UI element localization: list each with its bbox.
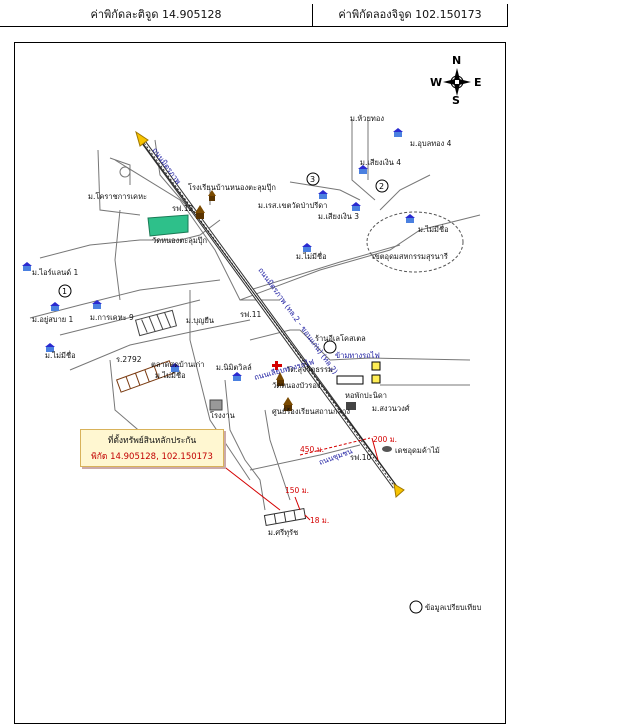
svg-text:1: 1 [62, 287, 67, 296]
label-school: โรงเรียนบ้านหนองตะลุมปุ๊ก [188, 183, 276, 192]
label-korat-khet: ม.โคราชการเคหะ [88, 192, 147, 201]
shop-icon [371, 361, 381, 371]
highway-arrow-south-icon [393, 483, 405, 498]
label-market2: ศูนย์ร้องเรียนสถานกลาง [272, 407, 350, 416]
callout-coords: พิกัด 14.905128, 102.150173 [91, 452, 213, 462]
label-mai-mi-chue: ม.ไม่มีชื่อ [418, 224, 449, 234]
label-wat-sucha: วัด.สุจริตธรรม [286, 365, 333, 374]
compass-w: W [430, 76, 442, 89]
label-kh-ch-11: รฟ.11 [240, 310, 261, 319]
comparison-marker-2[interactable]: 2 [375, 179, 389, 193]
label-2792: ร.2792 [116, 355, 142, 364]
label-kh-ch-10: รฟ.10 [350, 453, 371, 462]
industrial-zone [366, 211, 464, 273]
highway-arrow-north-icon [135, 130, 149, 147]
label-bridge: ข้ามทางรถไฟ [335, 351, 380, 360]
legend-text: ข้อมูลเปรียบเทียบ [425, 603, 482, 612]
label-kankhet9: ม.การเคหะ 9 [90, 313, 134, 322]
label-sahakon: ม.ศรีทุรัช [268, 528, 298, 537]
compass-e: E [474, 76, 482, 89]
label-mai-mi-chue4: ม.ไม่มีชื่อ [155, 370, 186, 380]
factory-icon [209, 399, 223, 411]
timber-icon [382, 446, 392, 452]
coordinate-header: ค่าพิกัดละติจูด 14.905128 ค่าพิกัดลองจิจ… [0, 4, 628, 28]
label-factory: โรงงาน [210, 411, 235, 420]
label-wat: วัดหนองตะลุมปุ๊ก [152, 236, 207, 245]
label-kh-ch-12: รฟ.12 [172, 204, 193, 213]
hospital-icon [272, 361, 282, 370]
pond [147, 214, 189, 237]
label-rs-khet: ม.เรส.เขตวัดป่าปรีดา [258, 201, 327, 210]
label-siang-ngoen4: ม.เสียงเงิน 4 [360, 158, 401, 167]
distance-lines [221, 437, 379, 521]
dorm-icon [371, 374, 381, 384]
building-block [336, 375, 364, 385]
label-huai-thong: ม.ห้วยทอง [350, 114, 384, 123]
label-khet-udom: เขตอุดมสหกรรมสุรนารี [372, 252, 448, 261]
compass-icon: N S W E [430, 54, 482, 107]
svg-text:3: 3 [310, 175, 315, 184]
callout-title: ที่ตั้งทรัพย์สินหลักประกัน [107, 436, 197, 446]
label-mai-mi-chue3: ม.ไม่มีชื่อ [45, 350, 76, 360]
distance-18: 18 ม. [310, 516, 329, 525]
highway-line [137, 136, 399, 489]
label-phan-pa: หอพักปะนิดา [345, 391, 387, 400]
legend-circle-icon [409, 600, 423, 614]
distance-200: 200 ม. [373, 435, 397, 444]
property-callout: ที่ตั้งทรัพย์สินหลักประกัน พิกัด 14.9051… [80, 429, 224, 467]
distance-450: 450 ม. [300, 445, 324, 454]
label-wat-nong: วัดหนองบัวรอง [272, 381, 321, 390]
village-icons [22, 128, 415, 381]
housing-block [134, 309, 178, 337]
compass-s: S [452, 94, 460, 107]
label-as-sabai1: ม.อยู่สบาย 1 [32, 315, 74, 324]
label-song-wong: ม.สงวนวงศ์ [372, 404, 410, 413]
label-market: ตลาดสดบ้านเก่า [151, 360, 204, 369]
office-icon [346, 402, 356, 410]
comparison-marker-3[interactable]: 3 [306, 172, 320, 186]
longitude-cell: ค่าพิกัดลองจิจูด 102.150173 [312, 4, 508, 27]
compass-n: N [452, 54, 461, 67]
road-label-highway-north: ถนนมิตรภาพ [150, 146, 182, 186]
road-label-highway: ถนนมิตรภาพ (ทล.2 - ขอนแก่น) (ทล.2) [256, 266, 339, 376]
label-nimit: ม.นิมิตวิลล์ [216, 363, 252, 372]
bridge-marker [323, 340, 337, 354]
label-siang-ngoen3: ม.เสียงเงิน 3 [318, 212, 359, 221]
label-ubon-thong4: ม.อุบลทอง 4 [410, 139, 452, 148]
label-mai-mi-chue2: ม.ไม่มีชื่อ [296, 251, 327, 261]
label-orchard1: ม.ไอร์แลนด์ 1 [32, 268, 78, 277]
comparison-marker-1[interactable]: 1 [58, 284, 72, 298]
svg-text:2: 2 [379, 182, 384, 191]
distance-150: 150 ม. [285, 486, 309, 495]
label-raan-dok: ร้านอีเลโคสเตล [315, 334, 366, 343]
circle-icon [119, 166, 131, 178]
project-block [263, 508, 307, 526]
map-frame [14, 42, 506, 724]
label-ket-lum: เดชอุดมค้าไม้ [395, 446, 440, 455]
label-boonyuen: ม.บุญยืน [186, 316, 214, 325]
local-roads [29, 120, 481, 511]
temple-icon [195, 190, 293, 411]
